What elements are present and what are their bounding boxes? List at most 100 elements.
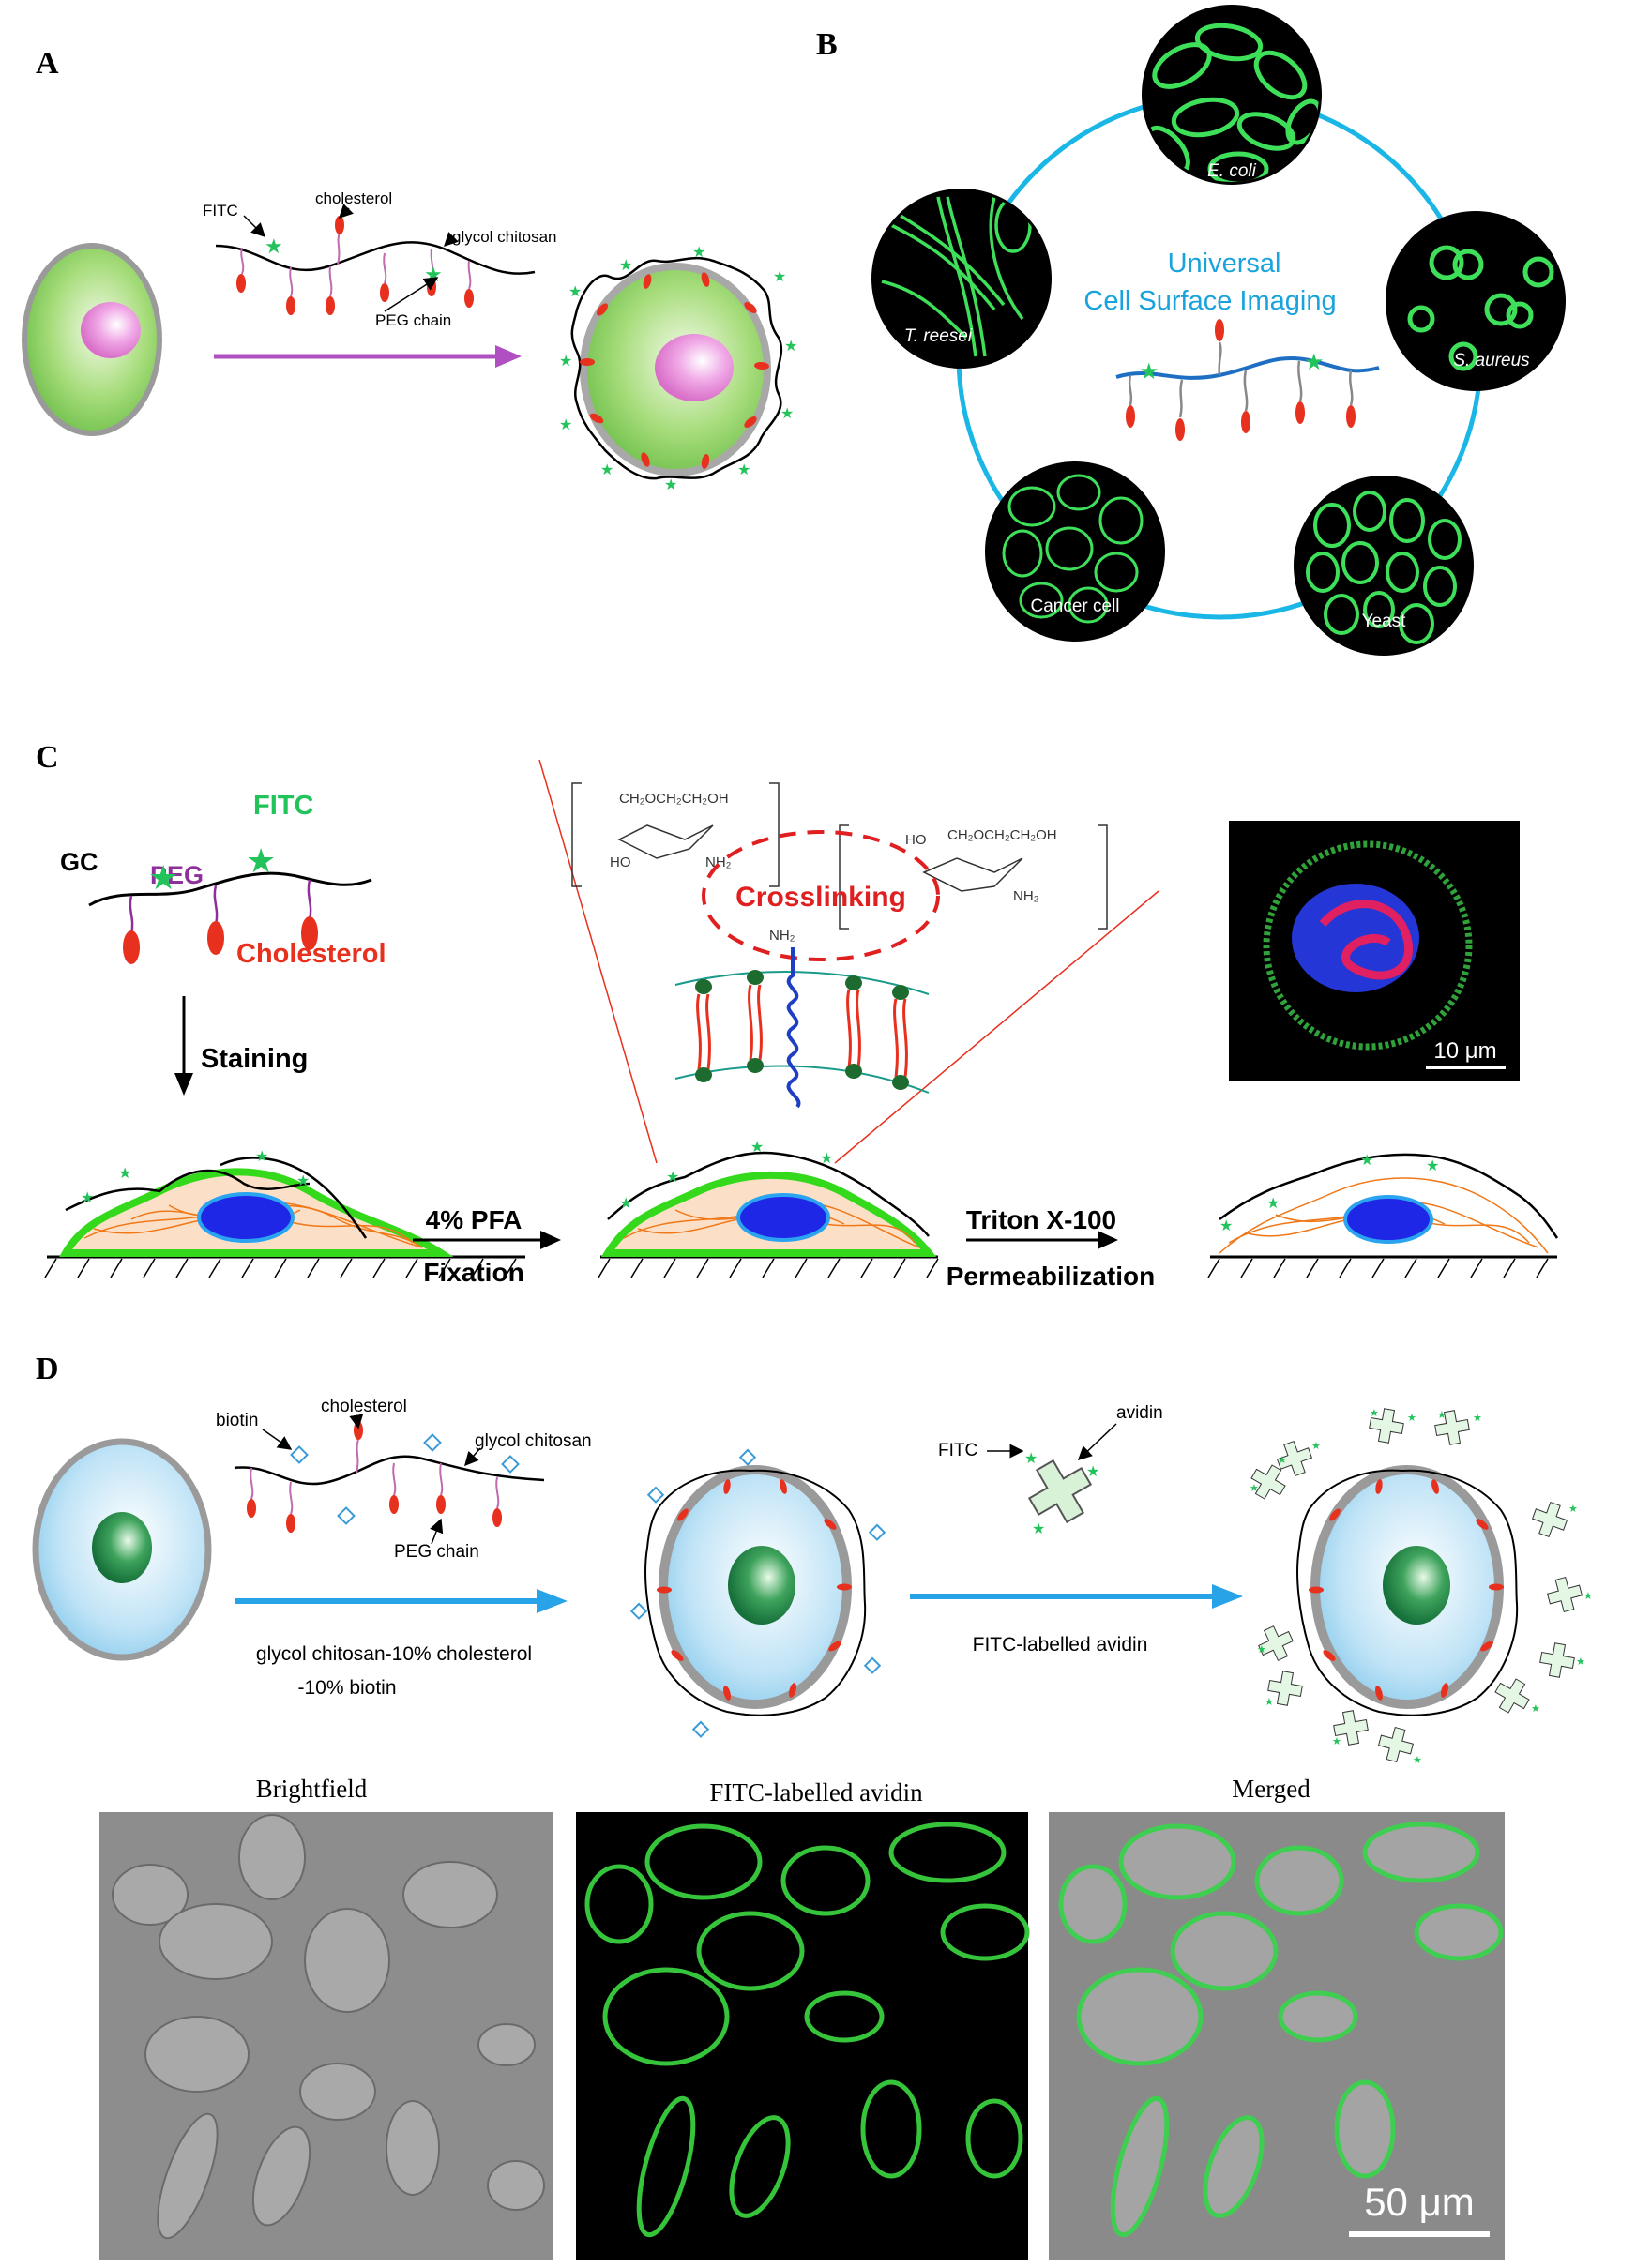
svg-text:★: ★ (1407, 1413, 1416, 1424)
micro-merged: Merged 50 μm (1049, 1775, 1505, 2260)
panel-d-avidin-label: avidin (1116, 1403, 1163, 1423)
star-icon: ★ (619, 1196, 632, 1212)
star-icon: ★ (600, 462, 614, 478)
panel-c-confocal-image: 10 μm (1229, 821, 1520, 1081)
star-icon: ★ (568, 284, 582, 300)
star-icon: ★ (424, 263, 443, 286)
svg-text:★: ★ (1583, 1591, 1593, 1602)
svg-text:★: ★ (1250, 1483, 1259, 1494)
chem-ch2-label-2: CH₂OCH₂CH₂OH (947, 827, 1057, 843)
panel-a-letter: A (36, 46, 59, 81)
panel-d-arrow2-label: FITC-labelled avidin (973, 1634, 1148, 1656)
panel-a-coated-cell: ★ ★ ★ ★ ★ ★ ★ ★ ★ ★ ★ (559, 245, 797, 493)
panel-c-polymer: ★ ★ (88, 841, 372, 964)
svg-text:★: ★ (1413, 1755, 1422, 1766)
star-icon: ★ (773, 269, 786, 285)
panel-d-coated-cell (629, 1448, 886, 1738)
panel-b-letter: B (816, 27, 838, 62)
star-icon: ★ (559, 354, 572, 370)
micro-ecoli: E. coli (1142, 5, 1322, 185)
star-icon: ★ (296, 1173, 310, 1189)
panel-d-plain-cell (32, 1438, 212, 1661)
micro-ecoli-label: E. coli (1207, 161, 1257, 181)
star-icon: ★ (619, 258, 632, 274)
panel-b-title-line1: Universal (1168, 249, 1281, 279)
svg-text:★: ★ (1473, 1413, 1482, 1424)
star-icon: ★ (255, 1149, 268, 1165)
star-icon: ★ (118, 1166, 131, 1182)
svg-text:★: ★ (1531, 1703, 1540, 1715)
panel-c-staining-label: Staining (201, 1044, 308, 1074)
star-icon: ★ (750, 1140, 764, 1156)
svg-text:★: ★ (1265, 1697, 1274, 1708)
micro-treesei-label: T. reesei (904, 326, 973, 346)
micro-brightfield-title: Brightfield (256, 1775, 368, 1803)
chem-nh2-label-1: NH₂ (705, 854, 732, 870)
panel-c-gc-label: GC (60, 848, 98, 876)
star-icon: ★ (820, 1151, 833, 1167)
micro-cancer: Cancer cell (985, 461, 1165, 642)
star-icon: ★ (1426, 1158, 1439, 1174)
chem-ho-label-1: HO (610, 854, 631, 870)
panel-c-membrane-zoom (674, 947, 930, 1109)
star-icon: ★ (1219, 1218, 1233, 1234)
panel-c-letter: C (36, 740, 59, 775)
panel-d-arrow1-line2: -10% biotin (297, 1677, 396, 1699)
panel-c-crosslinking-label: Crosslinking (735, 882, 906, 913)
panel-c-scalebar-label: 10 μm (1433, 1038, 1496, 1064)
panel-d-arrow1-line1: glycol chitosan-10% cholesterol (256, 1643, 532, 1665)
svg-text:★: ★ (1332, 1736, 1341, 1747)
micro-fitc-avidin: FITC-labelled avidin (576, 1778, 1030, 2260)
panel-c-peg-label: PEG (150, 861, 204, 889)
star-icon: ★ (246, 841, 276, 880)
micro-yeast: Yeast (1294, 476, 1474, 656)
micro-fitc-title: FITC-labelled avidin (709, 1778, 923, 1807)
panel-c-cell-2: ★ ★ ★ ★ (598, 1140, 939, 1278)
star-icon: ★ (1024, 1451, 1038, 1467)
avidin-icon (1027, 1459, 1093, 1524)
star-icon: ★ (1304, 350, 1325, 375)
star-icon: ★ (1139, 359, 1159, 385)
chem-ho-label-2: HO (905, 832, 927, 848)
svg-text:★: ★ (1311, 1441, 1321, 1452)
panel-a-plain-cell (22, 243, 162, 436)
star-icon: ★ (265, 234, 283, 258)
micro-saureus-label: S. aureus (1453, 351, 1530, 370)
panel-c-cell-1: ★ ★ ★ ★ (44, 1149, 525, 1278)
star-icon: ★ (81, 1190, 94, 1206)
panel-a-glycol-chitosan-label: glycol chitosan (452, 228, 557, 246)
star-icon: ★ (1032, 1521, 1045, 1537)
panel-c-step2-top: Triton X-100 (966, 1205, 1116, 1234)
panel-d-glycol-chitosan-label: glycol chitosan (475, 1431, 592, 1451)
panel-c-step1-bottom: Fixation (423, 1258, 523, 1287)
star-icon: ★ (148, 858, 178, 897)
panel-d-final-cell: ★★ ★★ ★★ ★★ ★★ ★★ ★★ ★ (1250, 1408, 1593, 1766)
svg-text:★: ★ (1576, 1656, 1585, 1668)
star-icon: ★ (666, 1170, 679, 1186)
chem-nh2-label-2: NH₂ (1013, 888, 1039, 904)
svg-text:★: ★ (1568, 1504, 1578, 1515)
panel-d-scalebar-label: 50 μm (1364, 2180, 1475, 2224)
svg-text:★: ★ (1437, 1410, 1447, 1421)
star-icon: ★ (692, 245, 705, 261)
panel-c-arrow-2: Triton X-100 Permeabilization (947, 1205, 1156, 1291)
panel-b-polymer: ★ ★ (1115, 319, 1380, 441)
panel-a-peg-chain-label: PEG chain (375, 311, 451, 329)
panel-d-cholesterol-label: cholesterol (321, 1397, 407, 1416)
panel-d-peg-chain-label: PEG chain (394, 1542, 479, 1562)
star-icon: ★ (1086, 1464, 1099, 1480)
panel-c-arrow-1: 4% PFA Fixation (413, 1205, 561, 1287)
panel-c-step1-top: 4% PFA (426, 1205, 523, 1234)
micro-cancer-label: Cancer cell (1030, 597, 1119, 616)
star-icon: ★ (1360, 1153, 1373, 1169)
panel-a-cholesterol-label: cholesterol (315, 189, 392, 207)
star-icon: ★ (784, 339, 797, 355)
panel-b-title-line2: Cell Surface Imaging (1083, 286, 1336, 316)
svg-text:★: ★ (1257, 1644, 1266, 1656)
panel-c-fitc-label: FITC (253, 791, 313, 821)
panel-c-chem-structure (571, 782, 1108, 930)
star-icon: ★ (559, 417, 572, 433)
micro-merged-title: Merged (1232, 1775, 1310, 1803)
micro-brightfield: Brightfield (99, 1775, 553, 2260)
